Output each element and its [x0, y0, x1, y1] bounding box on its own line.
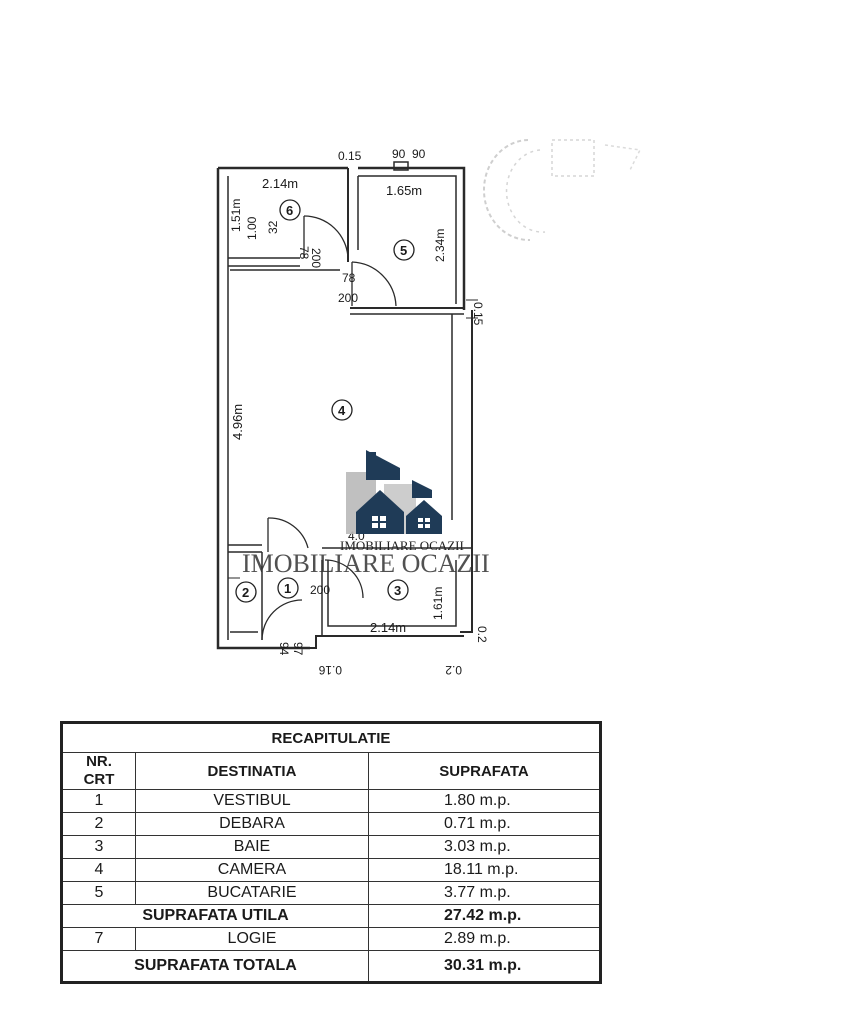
row-dest: DEBARA	[135, 812, 369, 836]
dim-r6-door: 1.00	[245, 216, 259, 240]
table-title-row: RECAPITULATIE	[61, 722, 601, 753]
row-area: 18.11 m.p.	[368, 858, 601, 882]
totala-area: 30.31 m.p.	[368, 950, 601, 983]
watermark-small: IMOBILIARE OCAZII	[340, 538, 464, 553]
dim-r6-200: 200	[309, 248, 323, 268]
dim-bottom-94: 94	[277, 642, 291, 656]
table-row: 7 LOGIE 2.89 m.p.	[61, 927, 601, 951]
row-area: 0.71 m.p.	[368, 812, 601, 836]
row-area: 2.89 m.p.	[368, 927, 601, 951]
dim-r6-32: 32	[266, 220, 280, 234]
room-2-number: 2	[242, 585, 249, 600]
utila-area: 27.42 m.p.	[368, 904, 601, 928]
dim-r3-height: 1.61m	[431, 587, 445, 620]
table-row: 4 CAMERA 18.11 m.p.	[61, 858, 601, 882]
header-nr: NR. CRT	[61, 752, 136, 790]
room-6-number: 6	[286, 203, 293, 218]
room-4-number: 4	[338, 403, 346, 418]
utila-row: SUPRAFATA UTILA 27.42 m.p.	[61, 904, 601, 928]
watermark-large: IMOBILIARE OCAZII	[242, 549, 490, 578]
room-1-number: 1	[284, 581, 291, 596]
room-5-number: 5	[400, 243, 407, 258]
recap-table: RECAPITULATIE NR. CRT DESTINATIA SUPRAFA…	[60, 721, 602, 984]
row-nr: 5	[61, 881, 136, 905]
dim-r6-width: 2.14m	[262, 176, 298, 191]
door-swings	[261, 215, 397, 641]
row-nr: 7	[61, 927, 136, 951]
dim-r4-height: 4.96m	[230, 404, 245, 440]
room-3-number: 3	[394, 583, 401, 598]
dim-r3-width: 2.14m	[370, 620, 406, 635]
dim-r5-200: 200	[338, 291, 358, 305]
dim-r6-height: 1.51m	[229, 199, 243, 232]
dim-r5-door: 78	[342, 271, 356, 285]
totala-row: SUPRAFATA TOTALA 30.31 m.p.	[61, 950, 601, 983]
row-dest: BUCATARIE	[135, 881, 369, 905]
header-destinatia: DESTINATIA	[135, 752, 369, 790]
row-dest: CAMERA	[135, 858, 369, 882]
table-row: 3 BAIE 3.03 m.p.	[61, 835, 601, 859]
dim-top-window-b: 90	[412, 147, 426, 161]
row-nr: 1	[61, 789, 136, 813]
table-row: 1 VESTIBUL 1.80 m.p.	[61, 789, 601, 813]
utila-label: SUPRAFATA UTILA	[61, 904, 369, 928]
room-markers: 6 5 4 1 2 3	[235, 199, 415, 603]
dim-right-02: 0.2	[475, 626, 489, 643]
dim-r1-200: 200	[310, 583, 330, 597]
row-dest: VESTIBUL	[135, 789, 369, 813]
row-dest: LOGIE	[135, 927, 369, 951]
totala-label: SUPRAFATA TOTALA	[61, 950, 369, 983]
dim-r5-width: 1.65m	[386, 183, 422, 198]
table-row: 5 BUCATARIE 3.77 m.p.	[61, 881, 601, 905]
dim-top-window-a: 90	[392, 147, 406, 161]
dim-top-thk: 0.15	[338, 149, 362, 163]
watermark-logo: IMOBILIARE OCAZII IMOBILIARE OCAZII	[242, 450, 490, 578]
header-suprafata: SUPRAFATA	[368, 752, 601, 790]
dim-bottom-016: 0.16	[318, 663, 342, 677]
row-area: 3.03 m.p.	[368, 835, 601, 859]
row-dest: BAIE	[135, 835, 369, 859]
row-nr: 4	[61, 858, 136, 882]
row-nr: 2	[61, 812, 136, 836]
table-row: 2 DEBARA 0.71 m.p.	[61, 812, 601, 836]
dim-r6-78: 78	[297, 246, 311, 260]
table-title: RECAPITULATIE	[61, 722, 601, 753]
floor-plan: 0.15 90 90 2.14m 1.65m 1.51m 1.00 32 78 …	[216, 139, 642, 677]
plan-walls	[216, 161, 478, 650]
dim-bottom-97: 97	[291, 642, 305, 656]
table-header-row: NR. CRT DESTINATIA SUPRAFATA	[61, 752, 601, 790]
dim-bottom-02: 0.2	[445, 663, 462, 677]
dim-right-thk: 0.15	[471, 302, 485, 326]
dim-r5-height: 2.34m	[433, 229, 447, 262]
stamp-seal	[483, 139, 642, 242]
row-nr: 3	[61, 835, 136, 859]
row-area: 1.80 m.p.	[368, 789, 601, 813]
row-area: 3.77 m.p.	[368, 881, 601, 905]
